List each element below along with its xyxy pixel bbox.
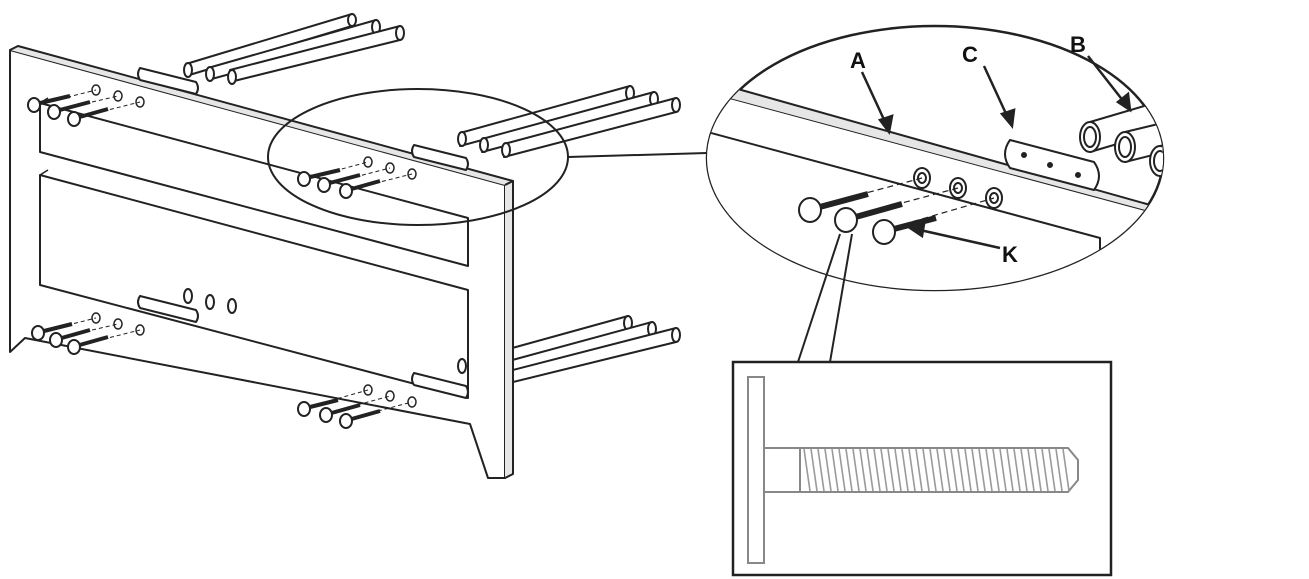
thread-line [957,448,965,492]
bolt-detail-leaders [797,233,853,363]
thread-line [817,448,825,492]
thread-line [943,448,951,492]
bolt-head-profile [747,376,765,564]
thread-line [859,448,867,492]
thread-line [852,448,860,492]
thread-line [964,448,972,492]
bolts [27,94,381,429]
thread-line [887,448,895,492]
thread-line [978,448,986,492]
thread-line [908,448,916,492]
thread-line [866,448,874,492]
thread-line [1006,448,1014,492]
zoom-rod-ends [1079,121,1163,177]
thread-line [1062,448,1070,492]
thread-line [992,448,1000,492]
thread-line [915,448,923,492]
thread-line [1041,448,1049,492]
thread-line [1034,448,1042,492]
thread-line [838,448,846,492]
thread-line [936,448,944,492]
callout-label-c: C [962,42,978,67]
thread-line [929,448,937,492]
bolt-group-lower-left [31,322,109,355]
bolt-group-lower-right [297,398,381,429]
thread-line [971,448,979,492]
thread-line [1013,448,1021,492]
thread-line [810,448,818,492]
thread-line [1048,448,1056,492]
thread-line [922,448,930,492]
callout-label-k: K [1002,242,1018,267]
thread-lines [803,448,1070,492]
zoom-plate-holes [1021,152,1081,178]
thread-line [824,448,832,492]
bolt-group-upper-right [297,168,381,199]
zoom-detail: A C B K [705,24,1165,292]
bolt-shank [763,447,801,493]
thread-line [950,448,958,492]
thread-line [873,448,881,492]
thread-line [1055,448,1063,492]
connector-plates [137,67,469,399]
thread-line [880,448,888,492]
thread-line [803,448,811,492]
bolt-detail-box [731,360,1113,577]
rod-ends [183,62,511,374]
thread-line [1020,448,1028,492]
zoom-leader-line [567,152,708,158]
frame-panel [9,45,514,479]
thread-line [901,448,909,492]
thread-line [1027,448,1035,492]
thread-line [831,448,839,492]
thread-line [999,448,1007,492]
thread-line [845,448,853,492]
callout-label-a: A [850,48,866,73]
callout-arrows [860,55,1132,250]
thread-line [985,448,993,492]
main-assembly [9,13,681,479]
zoom-alignment-lines [809,177,995,231]
bolt-group-upper-left [27,94,109,127]
upper-back-rods [185,13,681,158]
thread-line [894,448,902,492]
zoom-bolts [798,191,937,245]
callout-label-b: B [1070,32,1086,57]
